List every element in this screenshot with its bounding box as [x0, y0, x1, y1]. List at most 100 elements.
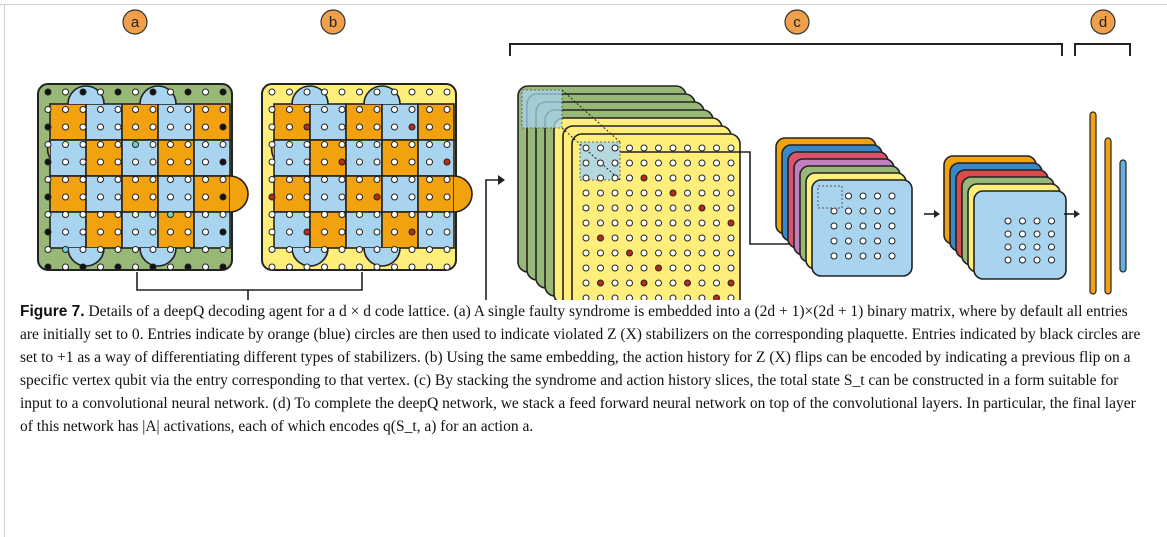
- conv-unit: [1033, 256, 1041, 264]
- state-entry: [582, 234, 590, 242]
- lattice-entry: [167, 211, 174, 218]
- lattice-entry: [44, 123, 52, 131]
- lattice-entry: [167, 176, 174, 183]
- lattice-entry: [132, 141, 139, 148]
- state-entry: [597, 264, 604, 272]
- lattice-entry: [44, 193, 52, 201]
- lattice-entry: [97, 88, 104, 96]
- lattice-entry: [268, 263, 276, 271]
- dense-layer-2: [1104, 137, 1112, 295]
- lattice-entry: [268, 106, 276, 113]
- state-entry: [727, 249, 735, 257]
- lattice-entry: [149, 193, 157, 201]
- state-entry: [727, 174, 735, 182]
- lattice-entry: [443, 193, 451, 201]
- lattice-entry: [202, 193, 209, 201]
- conv-unit: [1019, 256, 1026, 264]
- lattice-entry: [219, 228, 227, 236]
- lattice-entry: [114, 141, 122, 148]
- lattice-entry: [219, 246, 227, 253]
- lattice-entry: [62, 88, 69, 96]
- boundary-arc-right: [229, 175, 249, 213]
- lattice-entry: [167, 141, 174, 148]
- lattice-entry: [149, 123, 157, 131]
- lattice-entry: [373, 106, 381, 113]
- state-entry: [655, 249, 662, 257]
- lattice-entry: [286, 176, 293, 183]
- lattice-entry: [202, 141, 209, 148]
- state-entry: [669, 294, 677, 300]
- state-entry: [713, 189, 720, 197]
- state-entry: [727, 219, 735, 227]
- lattice-entry: [167, 228, 174, 236]
- state-entry: [669, 279, 677, 287]
- lattice-entry: [408, 141, 416, 148]
- state-entry: [727, 144, 735, 152]
- lattice-entry: [79, 263, 87, 271]
- state-entry: [640, 264, 648, 272]
- boundary-arc-top: [67, 85, 105, 105]
- lattice-entry: [338, 228, 346, 236]
- conv-unit: [845, 222, 852, 230]
- lattice-entry: [268, 158, 276, 166]
- lattice-entry: [114, 158, 122, 166]
- lattice-entry: [321, 211, 328, 218]
- state-entry: [684, 204, 691, 212]
- lattice-entry: [338, 176, 346, 183]
- conv-unit: [888, 237, 896, 245]
- lattice-entry: [202, 211, 209, 218]
- state-entry: [611, 294, 619, 300]
- lattice-entry: [373, 176, 381, 183]
- lattice-entry: [97, 228, 104, 236]
- state-entry: [698, 279, 706, 287]
- lattice-entry: [149, 141, 157, 148]
- lattice-entry: [391, 123, 398, 131]
- conv-unit: [830, 237, 838, 245]
- lattice-entry: [184, 158, 192, 166]
- lattice-entry: [62, 193, 69, 201]
- arrow-head-dense: [1074, 210, 1080, 218]
- state-entry: [655, 234, 662, 242]
- lattice-entry: [44, 88, 52, 96]
- state-entry: [684, 294, 691, 300]
- lattice-entry: [44, 106, 52, 113]
- lattice-entry: [149, 158, 157, 166]
- lattice-entry: [303, 263, 311, 271]
- lattice-entry: [184, 141, 192, 148]
- lattice-entry: [202, 263, 209, 271]
- lattice-entry: [268, 193, 276, 201]
- boundary-arc-bottom: [139, 247, 177, 267]
- state-entry: [655, 294, 662, 300]
- lattice-entry: [219, 211, 227, 218]
- conv-unit: [888, 192, 896, 200]
- lattice-entry: [167, 158, 174, 166]
- lattice-entry: [338, 158, 346, 166]
- lattice-entry: [149, 246, 157, 253]
- lattice-entry: [132, 263, 139, 271]
- projection-line: [561, 89, 621, 143]
- lattice-entry: [219, 141, 227, 148]
- state-entry: [713, 279, 720, 287]
- state-entry: [669, 144, 677, 152]
- conv-unit: [830, 222, 838, 230]
- lattice-entry: [408, 193, 416, 201]
- state-entry: [713, 204, 720, 212]
- lattice-entry: [373, 88, 381, 96]
- lattice-entry: [268, 246, 276, 253]
- lattice-entry: [79, 176, 87, 183]
- lattice-entry: [303, 228, 311, 236]
- lattice-entry: [62, 106, 69, 113]
- lattice-entry: [219, 106, 227, 113]
- lattice-entry: [114, 211, 122, 218]
- lattice-entry: [426, 246, 433, 253]
- state-entry: [611, 189, 619, 197]
- conv-unit: [859, 252, 867, 260]
- lattice-entry: [97, 158, 104, 166]
- lattice-entry: [356, 123, 363, 131]
- conv-unit: [1048, 243, 1055, 251]
- state-entry: [684, 189, 691, 197]
- conv-unit: [1033, 243, 1041, 251]
- lattice-entry: [79, 158, 87, 166]
- lattice-entry: [443, 123, 451, 131]
- lattice-entry: [219, 123, 227, 131]
